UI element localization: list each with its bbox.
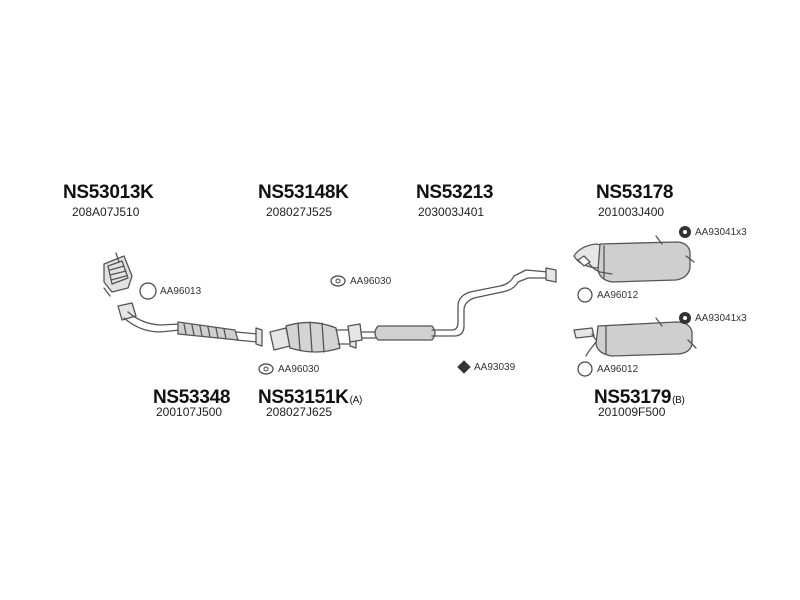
part-number-ns53013k: NS53013K: [63, 182, 154, 203]
part-number-ns53179: NS53179(B): [594, 387, 685, 408]
part-number-ns53213: NS53213: [416, 182, 494, 203]
ring-icon: [577, 361, 593, 377]
clamp-icon: [457, 360, 471, 374]
variant-marker: (A): [349, 395, 363, 406]
front-pipe-drawing: [117, 302, 263, 347]
accessory-label: AA96030: [278, 364, 320, 375]
catalyst-front-drawing: [103, 252, 133, 297]
oem-number: 208027J625: [266, 405, 333, 419]
oem-number: 208027J525: [266, 205, 333, 219]
part-number-ns53151k: NS53151K(A): [258, 387, 363, 408]
catalyst-middle-drawing: [269, 321, 357, 353]
accessory-label: AA93041x3: [695, 227, 747, 238]
rear-silencer-top-drawing: [573, 235, 695, 283]
part-number-ns53148k: NS53148K: [258, 182, 349, 203]
gasket-icon: [139, 282, 157, 300]
accessory-label: AA96030: [350, 276, 392, 287]
accessory-label: AA93039: [474, 362, 516, 373]
ring-icon: [577, 287, 593, 303]
oem-number: 201003J400: [598, 205, 665, 219]
rear-silencer-bottom-drawing: [573, 317, 697, 357]
center-pipe-drawing: [347, 267, 557, 343]
variant-marker: (B): [672, 395, 685, 406]
oem-number: 203003J401: [418, 205, 485, 219]
accessory-label: AA96012: [597, 364, 639, 375]
accessory-label: AA96012: [597, 290, 639, 301]
oem-number: 201009F500: [598, 405, 666, 419]
oem-number: 208A07J510: [72, 205, 140, 219]
oem-number: 200107J500: [156, 405, 223, 419]
accessory-label: AA93041x3: [695, 313, 747, 324]
accessory-label: AA96013: [160, 286, 202, 297]
part-number-ns53178: NS53178: [596, 182, 674, 203]
part-number-ns53348: NS53348: [153, 387, 231, 408]
